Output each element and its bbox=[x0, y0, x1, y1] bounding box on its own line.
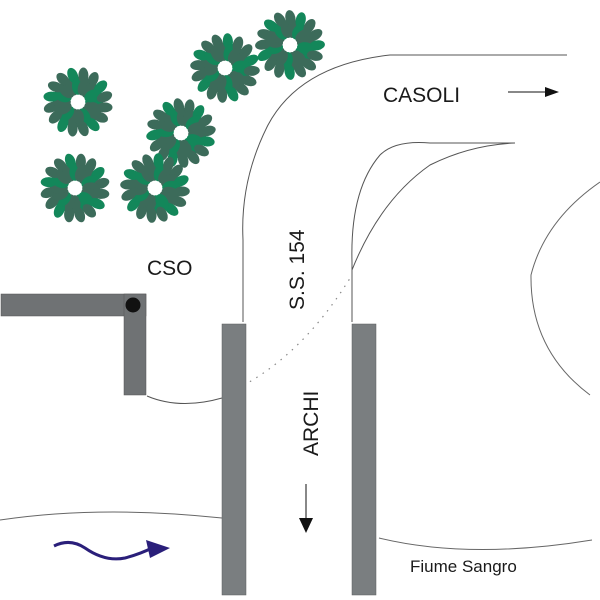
tree-canopy-icon bbox=[190, 33, 260, 103]
label-casoli: CASOLI bbox=[383, 84, 460, 107]
tree-canopy-icon bbox=[43, 67, 113, 137]
outfall-pipe-icon bbox=[0, 293, 147, 396]
trees-group bbox=[40, 10, 325, 223]
label-cso: CSO bbox=[147, 257, 193, 280]
tree-canopy-icon bbox=[40, 153, 110, 223]
tree-canopy-icon bbox=[255, 10, 325, 80]
road-inner-edge bbox=[351, 142, 515, 322]
cso-line bbox=[146, 395, 223, 405]
bridge-pier-left bbox=[221, 323, 247, 596]
label-archi: ARCHI bbox=[300, 391, 323, 456]
right-curve bbox=[530, 181, 600, 396]
ramp-edge bbox=[351, 142, 516, 271]
bridge-pier-right bbox=[351, 323, 377, 596]
tree-canopy-icon bbox=[120, 153, 190, 223]
label-river: Fiume Sangro bbox=[410, 557, 517, 576]
wavy-flow-arrow-icon bbox=[53, 540, 170, 561]
label-road: S.S. 154 bbox=[286, 229, 309, 310]
river-bank-right bbox=[378, 537, 593, 551]
road-outer-edge bbox=[242, 54, 567, 322]
arrow-icon bbox=[508, 87, 559, 97]
arrow-icon bbox=[299, 484, 313, 533]
river-bank-left bbox=[0, 511, 223, 521]
